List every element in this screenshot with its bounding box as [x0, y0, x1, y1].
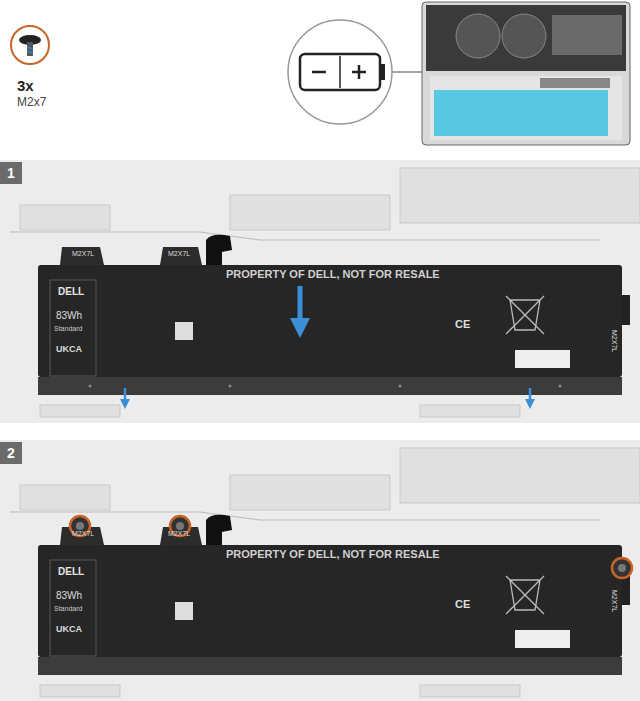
battery	[38, 515, 630, 675]
step-number: 1	[0, 162, 22, 184]
step-number-text: 2	[7, 445, 15, 461]
screw-label: M2X7L	[72, 530, 94, 538]
step-panel	[0, 440, 640, 701]
screw-size: M2x7	[17, 96, 46, 109]
cert-mark: CE	[455, 598, 470, 610]
screw-icon	[11, 26, 49, 64]
screw-label: M2X7L	[168, 250, 190, 258]
cert-mark: CE	[455, 318, 470, 330]
battery-type: Standard	[54, 605, 82, 613]
screw-count: 3x	[17, 78, 34, 95]
step-number: 2	[0, 442, 22, 464]
cert-mark: UKCA	[56, 625, 82, 635]
capacity-label: 83Wh	[56, 590, 82, 601]
brand-logo: DELL	[58, 566, 84, 577]
step-panel	[0, 160, 640, 423]
step-number-text: 1	[7, 165, 15, 181]
battery-warning: PROPERTY OF DELL, NOT FOR RESALE	[226, 548, 440, 560]
capacity-label: 83Wh	[56, 310, 82, 321]
board-components	[10, 448, 640, 697]
board-components	[10, 168, 640, 417]
screw-callout	[70, 516, 632, 578]
laptop-overview	[422, 2, 630, 145]
battery	[38, 235, 630, 395]
brand-logo: DELL	[58, 286, 84, 297]
screw-label: M2X7L	[168, 530, 190, 538]
battery-symbol	[288, 20, 392, 124]
screw-label: M2X7L	[72, 250, 94, 258]
battery-warning: PROPERTY OF DELL, NOT FOR RESALE	[226, 268, 440, 280]
screw-label: M2X7L	[610, 330, 618, 352]
direction-arrow	[125, 286, 530, 404]
battery-type: Standard	[54, 325, 82, 333]
screw-label: M2X7L	[610, 590, 618, 612]
cert-mark: UKCA	[56, 345, 82, 355]
